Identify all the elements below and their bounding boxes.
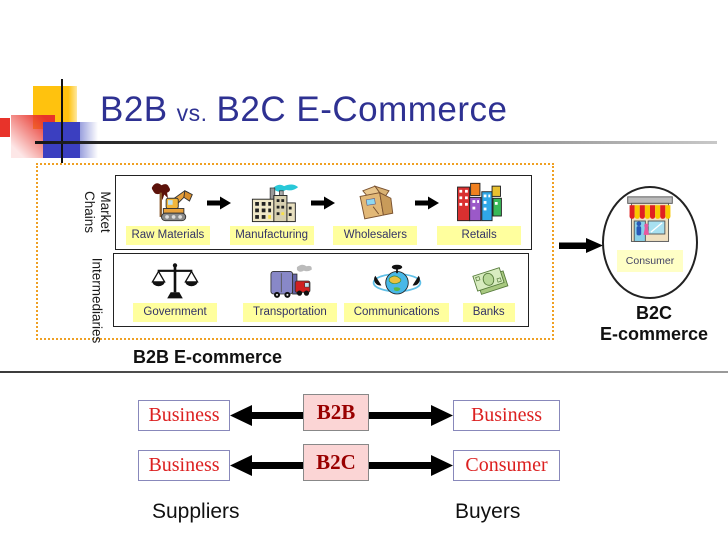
right-arrow-icon (207, 196, 231, 210)
intermediary-cell-banks: Banks (449, 254, 528, 326)
title-underline (35, 141, 717, 144)
intermediary-label: Transportation (243, 303, 337, 322)
consumer-label: Consumer (617, 250, 683, 272)
to-consumer-arrow-icon (559, 238, 603, 253)
chain-label: Manufacturing (229, 226, 314, 245)
globe-satellite-icon (372, 264, 421, 295)
intermediary-label: Banks (462, 303, 515, 322)
business-box: Business (138, 450, 230, 481)
b2b-box: B2B (303, 394, 369, 431)
b2c-ecommerce-caption: B2C E-commerce (599, 303, 709, 344)
title-b2b: B2B (100, 90, 168, 129)
intermediary-label: Communications (343, 303, 450, 322)
chain-label: Wholesalers (333, 226, 418, 245)
right-arrow-icon (369, 405, 453, 426)
b2c-box: B2C (303, 444, 369, 481)
storefront-icon (627, 196, 673, 242)
intermediary-cell-government: Government (114, 254, 236, 326)
chain-cell-raw-materials: Raw Materials (116, 176, 220, 249)
business-box: Business (138, 400, 230, 431)
excavator-icon (151, 183, 193, 222)
vertical-line-accent (61, 79, 63, 163)
title-vs: vs. (176, 100, 208, 126)
banknote-icon (471, 267, 509, 295)
consumer-box: Consumer (453, 450, 560, 481)
intermediaries-box: Government Transportation Communications (113, 253, 529, 327)
market-chain-box: Raw Materials Manufacturing (115, 175, 532, 250)
right-arrow-icon (415, 196, 439, 210)
intermediary-label: Government (133, 303, 217, 322)
red-edge-square (0, 118, 10, 137)
chain-label: Retails (437, 226, 522, 245)
page-title: B2B vs. B2C E-Commerce (100, 90, 508, 130)
chain-label: Raw Materials (125, 226, 210, 245)
intermediaries-label: Intermediaries (89, 257, 105, 344)
market-chains-label: Market Chains (82, 190, 113, 234)
scales-icon (151, 263, 199, 299)
retail-buildings-icon (457, 182, 502, 222)
consumer-oval: Consumer (602, 186, 698, 299)
intermediary-cell-transportation: Transportation (236, 254, 344, 326)
factory-icon (251, 184, 298, 223)
chain-cell-wholesalers: Wholesalers (324, 176, 428, 249)
intermediary-cell-communications: Communications (343, 254, 450, 326)
business-box: Business (453, 400, 560, 431)
right-arrow-icon (311, 196, 335, 210)
buyers-label: Buyers (455, 500, 521, 523)
b2b-dashed-frame (36, 163, 554, 340)
package-box-icon (359, 185, 394, 220)
blue-square-fade (80, 122, 98, 158)
chain-cell-manufacturing: Manufacturing (220, 176, 324, 249)
title-rest: B2C E-Commerce (216, 90, 508, 129)
left-arrow-icon (230, 405, 303, 426)
suppliers-label: Suppliers (152, 500, 240, 523)
chain-cell-retails: Retails (427, 176, 531, 249)
right-arrow-icon (369, 455, 453, 476)
left-arrow-icon (230, 455, 303, 476)
truck-icon (270, 264, 312, 298)
section-divider (0, 371, 728, 373)
b2b-ecommerce-caption: B2B E-commerce (133, 347, 283, 367)
